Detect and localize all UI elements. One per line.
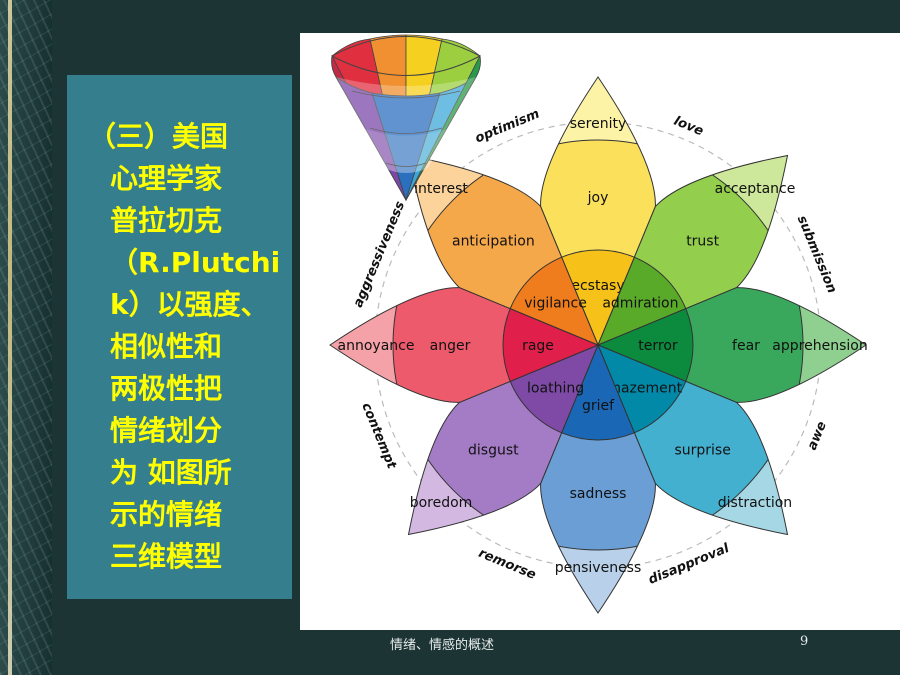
title-line: 两极性把 <box>110 372 223 405</box>
emotion-wheel-svg: ecstasy joy serenity admiration trust accepta… <box>329 34 868 614</box>
emotion-label-outer: apprehension <box>772 338 867 354</box>
emotion-label-inner: vigilance <box>524 296 587 312</box>
emotion-label-inner: terror <box>638 338 678 354</box>
dyad-label: awe <box>805 419 830 452</box>
emotion-cone-3d <box>331 34 481 202</box>
emotion-label-inner: loathing <box>527 380 584 396</box>
petal-band-inner <box>503 250 598 345</box>
dyad-label: love <box>671 114 705 140</box>
emotion-label-outer: serenity <box>570 116 627 132</box>
emotion-label-middle: joy <box>587 190 609 206</box>
petal-band-inner <box>598 345 693 440</box>
dyad-label: contempt <box>358 401 399 472</box>
emotion-label-outer: annoyance <box>338 338 415 354</box>
petal-band-middle <box>598 345 788 535</box>
emotion-label-inner: admiration <box>602 296 678 312</box>
petal-vigilance <box>408 155 598 345</box>
band-divider <box>502 287 598 403</box>
band-divider <box>598 287 804 403</box>
emotion-label-outer: distraction <box>718 495 792 511</box>
petal-band-middle <box>408 345 598 535</box>
dyad-label: submission <box>794 214 839 296</box>
dyad-label: aggressiveness <box>351 199 408 310</box>
title-line: 心理学家 <box>110 162 223 195</box>
title-line: 为 如图所 <box>110 456 232 489</box>
emotion-label-outer: acceptance <box>715 181 796 197</box>
title-line: 三维模型 <box>110 540 223 573</box>
emotion-label-middle: fear <box>732 338 760 354</box>
dyad-label: remorse <box>476 546 538 583</box>
petal-loathing <box>408 345 598 535</box>
petal-outline <box>540 343 656 614</box>
emotion-label-middle: sadness <box>570 486 627 502</box>
title-line: k）以强度、 <box>110 288 269 321</box>
band-divider <box>540 139 656 345</box>
emotion-label-middle: anger <box>430 338 471 354</box>
petal-band-inner <box>503 345 598 440</box>
title-line: 普拉切克 <box>110 204 223 237</box>
emotion-label-outer: pensiveness <box>555 560 642 576</box>
footer-text: 情绪、情感的概述 <box>390 638 495 653</box>
petal-admiration <box>598 155 788 345</box>
title-line: （R.Plutchi <box>110 246 281 279</box>
band-divider <box>540 345 656 551</box>
emotion-label-inner: rage <box>522 338 554 354</box>
petal-band-middle <box>598 155 788 345</box>
petal-outline <box>597 344 789 536</box>
title-line: 情绪划分 <box>110 414 223 447</box>
emotion-label-inner: grief <box>582 398 615 414</box>
emotion-label-inner: amazement <box>599 380 683 396</box>
emotion-label-middle: disgust <box>468 443 519 459</box>
background-decoration-line <box>8 0 12 675</box>
emotion-label-inner: ecstasy <box>571 278 624 294</box>
slide-title: （三）美国 心理学家 普拉切克 （R.Plutchi k）以强度、 相似性和 两… <box>88 116 288 578</box>
band-divider <box>598 287 694 403</box>
emotion-label-middle: trust <box>686 233 719 249</box>
band-divider <box>392 287 598 403</box>
petal-outline <box>596 287 867 403</box>
petal-band-middle <box>408 155 598 345</box>
band-divider <box>540 249 656 345</box>
emotion-label-middle: surprise <box>674 443 730 459</box>
text-panel <box>67 75 292 599</box>
emotion-wheel-diagram: ecstasy joy serenity admiration trust accepta… <box>300 33 900 630</box>
band-divider <box>540 345 656 441</box>
petal-outline <box>407 344 599 536</box>
petal-band-inner <box>598 250 693 345</box>
petal-outline <box>329 287 600 403</box>
petal-amazement <box>598 345 788 535</box>
title-line: （三）美国 <box>88 120 229 153</box>
emotion-label-outer: interest <box>414 181 468 197</box>
title-line: 相似性和 <box>110 330 223 363</box>
title-line: 示的情绪 <box>110 498 223 531</box>
emotion-label-outer: boredom <box>410 495 473 511</box>
page-number: 9 <box>800 634 809 649</box>
petal-outline <box>597 154 789 346</box>
petal-outline <box>540 76 656 347</box>
dyad-label: optimism <box>473 107 542 147</box>
emotion-label-middle: anticipation <box>452 233 535 249</box>
